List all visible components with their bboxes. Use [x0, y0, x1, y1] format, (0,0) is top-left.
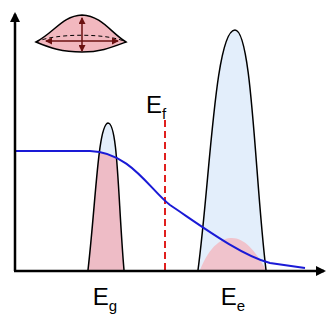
ground-occupied [88, 123, 124, 270]
y-axis [14, 14, 17, 271]
fermi-dirac-curve [15, 151, 305, 268]
excited-peak-fill [198, 30, 266, 270]
fermi-energy-label: Ef [146, 93, 166, 121]
x-axis [14, 270, 324, 273]
quantum-dot-inset [36, 15, 126, 52]
excited-peak [198, 30, 266, 270]
ground-energy-label: Eg [93, 285, 117, 313]
excited-energy-label: Ee [221, 285, 245, 313]
ground-peak-fill [88, 123, 124, 270]
fermi-level-line [164, 120, 166, 270]
excited-occupied [200, 238, 266, 270]
ground-peak [88, 123, 124, 270]
